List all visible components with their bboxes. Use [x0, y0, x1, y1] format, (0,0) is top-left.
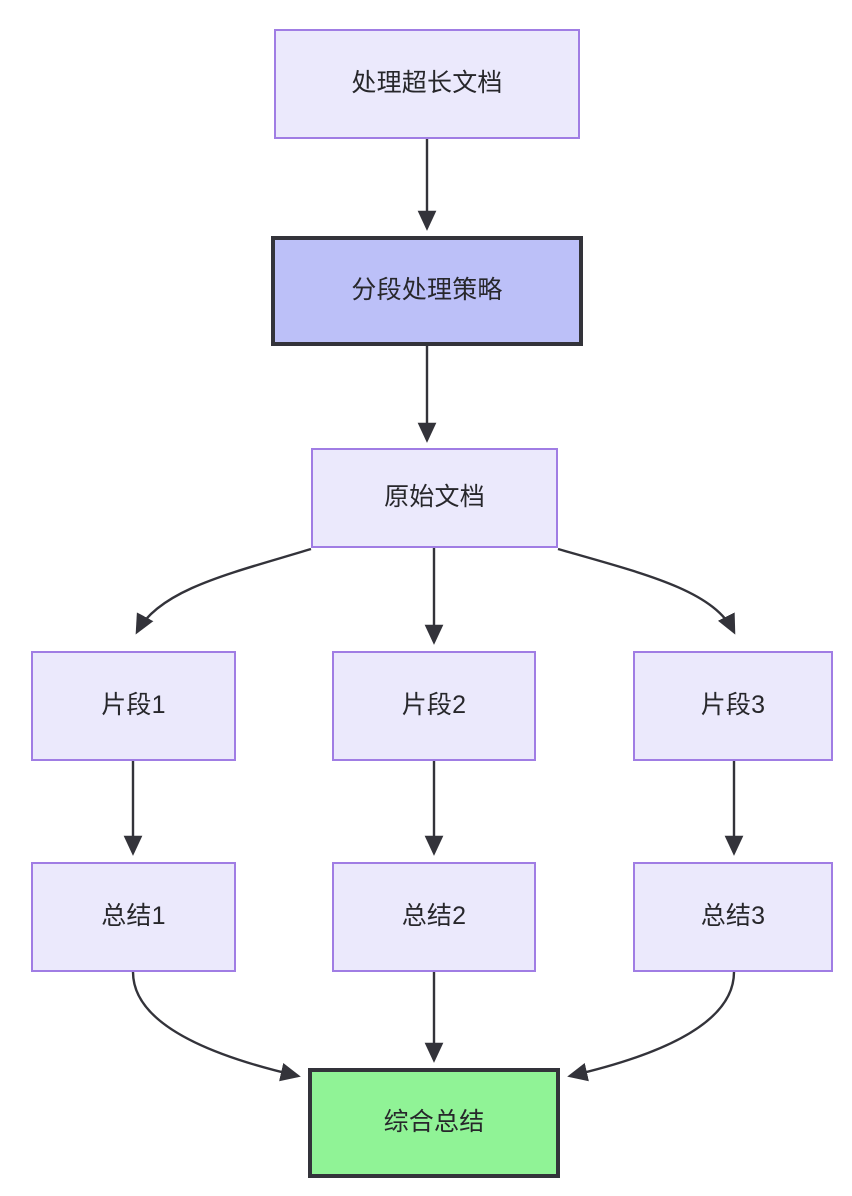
node-chunking-strategy-label: 分段处理策略 — [351, 276, 503, 305]
node-long-document-label: 处理超长文档 — [351, 69, 503, 98]
node-chunking-strategy[interactable]: 分段处理策略 — [271, 236, 583, 346]
edge-source-document-to-chunk-1 — [135, 547, 312, 635]
node-chunk-1-label: 片段1 — [101, 691, 166, 720]
node-final-summary[interactable]: 综合总结 — [308, 1068, 560, 1178]
node-chunk-3-label: 片段3 — [700, 691, 766, 720]
edge-source-document-to-chunk-3 — [557, 547, 736, 635]
node-summary-1[interactable]: 总结1 — [31, 862, 236, 972]
node-summary-3[interactable]: 总结3 — [633, 862, 833, 972]
node-summary-1-label: 总结1 — [101, 902, 166, 931]
node-chunk-2[interactable]: 片段2 — [332, 651, 536, 761]
node-summary-2-label: 总结2 — [401, 902, 467, 931]
edge-summary-1-to-final-summary — [131, 971, 301, 1082]
node-chunk-1[interactable]: 片段1 — [31, 651, 236, 761]
node-long-document[interactable]: 处理超长文档 — [274, 29, 580, 139]
node-summary-2[interactable]: 总结2 — [332, 862, 536, 972]
node-chunk-2-label: 片段2 — [401, 691, 467, 720]
node-source-document[interactable]: 原始文档 — [311, 448, 558, 548]
node-summary-3-label: 总结3 — [700, 902, 766, 931]
node-source-document-label: 原始文档 — [384, 483, 485, 512]
node-final-summary-label: 综合总结 — [383, 1108, 485, 1137]
edge-summary-3-to-final-summary — [567, 971, 736, 1082]
node-chunk-3[interactable]: 片段3 — [633, 651, 833, 761]
